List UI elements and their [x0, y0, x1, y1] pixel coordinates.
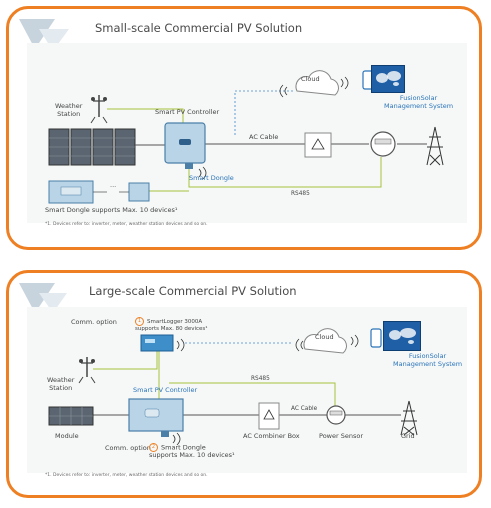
wireless-signal-icon	[172, 432, 181, 446]
fusionsolar-logo	[371, 65, 405, 93]
ac-cable-label: AC Cable	[249, 133, 279, 141]
weather-station-icon	[90, 95, 108, 124]
footnote: *1. Devices refer to: inverter, meter, w…	[45, 222, 208, 227]
grid-tower-icon	[426, 126, 444, 166]
footnote: *1. Devices refer to: inverter, meter, w…	[45, 473, 208, 478]
wireless-signal-icon	[350, 334, 359, 348]
ac-switch-box-icon	[304, 132, 332, 158]
decor-triangle	[19, 283, 55, 313]
weather-station-label: Weather Station	[55, 102, 83, 118]
comm-option-2-label: Comm. option	[105, 444, 151, 452]
comm-option-label: Comm. option	[71, 318, 117, 327]
cloud-link-line	[234, 90, 295, 135]
small-scale-panel: Small-scale Commercial PV Solution Weath…	[6, 6, 482, 250]
ellipsis-label: ...	[110, 181, 117, 189]
management-system-label: FusionSolar Management System	[393, 352, 463, 368]
ac-combiner-label: AC Combiner Box	[243, 432, 300, 440]
decor-triangle	[39, 29, 69, 51]
ac-cable-label: AC Cable	[291, 406, 318, 412]
grid-tower-icon	[400, 400, 418, 436]
panel-title: Small-scale Commercial PV Solution	[95, 21, 303, 35]
weather-station-label: Weather Station	[47, 376, 75, 392]
cloud-label: Cloud	[315, 333, 334, 341]
management-system-label: FusionSolar Management System	[384, 94, 454, 110]
smartlogger-text: SmartLogger 3000A supports Max. 80 devic…	[135, 319, 208, 332]
smart-dongle-text: Smart Dongle supports Max. 10 devices¹	[149, 443, 235, 460]
decor-triangle	[39, 293, 67, 313]
rs485-label: RS485	[251, 376, 270, 382]
smart-dongle-label: Smart Dongle	[189, 174, 234, 182]
large-scale-panel: Large-scale Commercial PV Solution Comm.…	[6, 270, 482, 498]
wireless-signal-icon	[340, 76, 349, 90]
controller-label: Smart PV Controller	[133, 386, 198, 394]
small-scale-diagram	[19, 19, 467, 223]
fusionsolar-logo	[383, 321, 421, 351]
rs485-label: RS485	[291, 191, 310, 197]
inverter-icon	[128, 182, 150, 202]
weather-rs485-line	[107, 108, 184, 125]
decor-triangle	[19, 19, 55, 49]
large-scale-diagram	[19, 283, 467, 473]
cloud-icon	[295, 70, 339, 96]
rs485-line	[169, 382, 336, 407]
module-label: Module	[55, 432, 79, 440]
cloud-icon	[303, 328, 347, 354]
panel-title: Large-scale Commercial PV Solution	[89, 284, 297, 298]
phone-icon	[370, 328, 382, 348]
option-badge-1: 1	[135, 317, 144, 326]
ac-combiner-box-icon	[258, 402, 280, 430]
wireless-signal-icon	[279, 84, 288, 98]
wireless-signal-icon	[198, 166, 207, 180]
comm-option-text: Comm. option	[71, 318, 117, 326]
wireless-signal-icon	[295, 338, 304, 352]
weather-rs485-line	[93, 347, 158, 370]
world-map-icon	[389, 328, 416, 344]
controller-label: Smart PV Controller	[155, 108, 220, 116]
world-map-icon	[376, 71, 401, 86]
weather-station-icon	[78, 357, 96, 384]
pv-module-array-icon	[48, 128, 136, 166]
cloud-label: Cloud	[301, 75, 320, 83]
pv-module-icon	[48, 406, 94, 426]
rs485-line	[188, 157, 382, 188]
dongle-support-label: Smart Dongle supports Max. 10 devices¹	[45, 206, 178, 214]
grid-label: Grid	[401, 432, 415, 440]
wireless-signal-icon	[176, 338, 185, 352]
power-sensor-label: Power Sensor	[319, 432, 363, 440]
